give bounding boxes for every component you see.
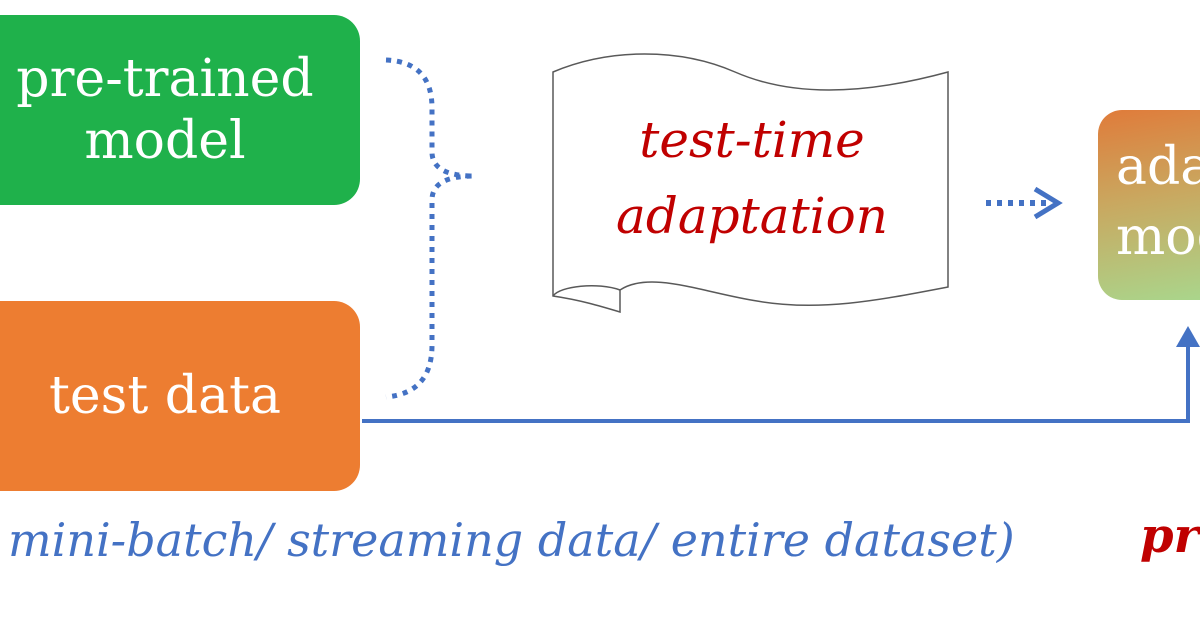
adapted-model-label: adapted model <box>1116 137 1200 267</box>
to-adapted-arrowhead <box>1033 186 1063 220</box>
merge-brace <box>385 57 475 400</box>
pre-trained-model-label: pre-trained model <box>16 49 314 171</box>
test-data-label: test data <box>49 366 281 426</box>
data-to-adapted-arrowhead <box>1176 326 1200 347</box>
test-data-box: test data <box>0 301 360 491</box>
test-data-caption: mini-batch/ streaming data/ entire datas… <box>8 513 1015 567</box>
output-label: pr <box>1140 508 1199 564</box>
test-time-adaptation-label: test-time adaptation <box>616 111 888 245</box>
adapted-model-box: adapted model <box>1098 110 1200 300</box>
pre-trained-model-box: pre-trained model <box>0 15 360 205</box>
scroll-curl <box>552 285 621 297</box>
data-to-adapted-line <box>362 340 1190 423</box>
